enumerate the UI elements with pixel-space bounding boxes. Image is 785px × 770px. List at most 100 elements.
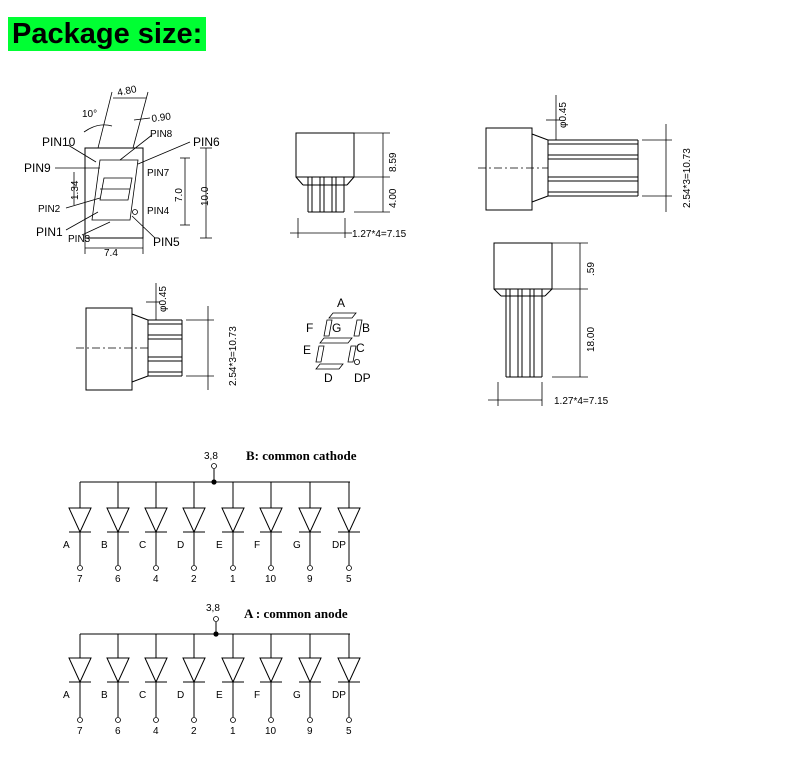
cathode-diodes-pin-number: 7 (77, 574, 83, 585)
cathode-diodes-pin-number: 6 (115, 574, 121, 585)
segment-b-label: B (362, 321, 370, 335)
segment-e-label: E (303, 343, 311, 357)
dim-height: 7.0 (174, 188, 185, 202)
top-left-pitch-dim: 2.54*3=10.73 (228, 326, 239, 386)
anode-diodes-segment-label: E (216, 690, 223, 701)
dim-width-bottom: 7.4 (104, 248, 118, 259)
anode-common-pin: 3,8 (206, 603, 220, 614)
segment-a-label: A (337, 296, 345, 310)
cathode-diodes-segment-label: B (101, 540, 108, 551)
cathode-diodes-pin-number: 5 (346, 574, 352, 585)
pin6-label: PIN6 (193, 135, 220, 149)
anode-diodes-diode-g: G9 (293, 634, 322, 737)
anode-diodes-segment-label: DP (332, 690, 346, 701)
dim-stroke: 0.90 (151, 111, 172, 125)
anode-diodes-diode-e: E1 (216, 634, 245, 737)
anode-diodes-segment-label: F (254, 690, 260, 701)
anode-diodes-pin-number: 6 (115, 726, 121, 737)
cathode-diodes-pin-terminal (77, 565, 83, 571)
anode-diodes-pin-number: 7 (77, 726, 83, 737)
anode-diodes-diode-f: F 10 (254, 634, 283, 737)
cathode-diodes-segment-label: C (139, 540, 146, 551)
anode-diodes-pin-number: 4 (153, 726, 159, 737)
side-long-pitch-dim: 1.27*4=7.15 (554, 396, 609, 407)
top-view-right-drawing: φ0.45 2.54*3=10.73 (478, 95, 693, 212)
cathode-common-pin: 3,8 (204, 451, 218, 462)
pin5-label: PIN5 (153, 235, 180, 249)
cathode-diodes-diode-a: A7 (63, 482, 92, 585)
cathode-diodes-segment-label: F (254, 540, 260, 551)
cathode-diodes-pin-terminal (153, 565, 159, 571)
anode-diodes-pin-terminal (153, 717, 159, 723)
cathode-diodes-pin-number: 2 (191, 574, 197, 585)
cathode-diodes-pin-terminal (346, 565, 352, 571)
pin7-label: PIN7 (147, 168, 170, 179)
cathode-diodes-diode-d: D2 (177, 482, 206, 585)
anode-diodes-pin-terminal (230, 717, 236, 723)
cathode-diodes-segment-label: DP (332, 540, 346, 551)
cathode-diodes-diode-g: G9 (293, 482, 322, 585)
anode-diodes-pin-terminal (307, 717, 313, 723)
cathode-diodes-pin-terminal (115, 565, 121, 571)
cathode-diodes-pin-number: 1 (230, 574, 236, 585)
cathode-diodes-diode-dp: DP 5 (332, 482, 361, 585)
top-left-dia-dim: φ0.45 (158, 286, 169, 312)
pin9-label: PIN9 (24, 161, 51, 175)
pin3-label: PIN3 (68, 234, 91, 245)
dim-seg-height: 1.34 (70, 180, 81, 200)
top-view-left-drawing: φ0.45 2.54*3=10.73 (76, 283, 239, 391)
cathode-diodes-pin-terminal (307, 565, 313, 571)
anode-diodes-pin-terminal (346, 717, 352, 723)
anode-diodes-segment-label: C (139, 690, 146, 701)
cathode-diodes-pin-terminal (191, 565, 197, 571)
side-short-top-dim: 8.59 (388, 152, 399, 172)
anode-diodes-pin-terminal (115, 717, 121, 723)
side-view-short-drawing: 8.59 4.00 1.27*4=7.15 (290, 132, 407, 240)
anode-diodes-pin-number: 9 (307, 726, 313, 737)
anode-title: A : common anode (244, 606, 348, 621)
cathode-diodes-diode-c: C4 (139, 482, 168, 585)
cathode-diodes-pin-terminal (230, 565, 236, 571)
anode-diodes-diode-c: C4 (139, 634, 168, 737)
segment-f-label: F (306, 321, 313, 335)
cathode-diodes-segment-label: E (216, 540, 223, 551)
side-short-bottom-dim: 4.00 (388, 188, 399, 208)
anode-diodes-pin-terminal (191, 717, 197, 723)
dim-total-height: 10.0 (200, 186, 211, 206)
cathode-diodes-pin-number: 9 (307, 574, 313, 585)
top-right-dia-dim: φ0.45 (558, 102, 569, 128)
dim-angle: 10° (82, 109, 97, 120)
pin2-label: PIN2 (38, 204, 61, 215)
anode-diodes-diode-a: A7 (63, 634, 92, 737)
anode-diodes-pin-terminal (77, 717, 83, 723)
side-long-bottom-dim: 18.00 (586, 327, 597, 352)
pin4-label: PIN4 (147, 206, 170, 217)
anode-diodes-segment-label: B (101, 690, 108, 701)
cathode-diodes-diode-b: B6 (101, 482, 130, 585)
anode-diodes-diode-b: B6 (101, 634, 130, 737)
front-view-drawing: 4.80 10° 0.90 1.34 7.0 10.0 7.4 PIN10 PI… (24, 84, 220, 259)
anode-diodes-pin-number: 2 (191, 726, 197, 737)
cathode-title: B: common cathode (246, 448, 357, 463)
cathode-diodes-pin-number: 10 (265, 574, 277, 585)
side-long-top-dim: .59 (586, 262, 597, 276)
cathode-diodes-segment-label: A (63, 540, 70, 551)
anode-diodes-segment-label: G (293, 690, 301, 701)
anode-diodes-diode-dp: DP 5 (332, 634, 361, 737)
anode-diodes-pin-number: 10 (265, 726, 277, 737)
seven-segment-legend: A F G B E C D DP (303, 296, 371, 385)
pin1-label: PIN1 (36, 225, 63, 239)
pin8-label: PIN8 (150, 129, 173, 140)
cathode-diodes-diode-e: E1 (216, 482, 245, 585)
anode-diodes-segment-label: A (63, 690, 70, 701)
side-short-pitch-dim: 1.27*4=7.15 (352, 229, 407, 240)
side-view-long-drawing: .59 18.00 1.27*4=7.15 (488, 242, 609, 407)
cathode-diodes-segment-label: G (293, 540, 301, 551)
segment-dp-label: DP (354, 371, 371, 385)
cathode-diodes-diode-f: F 10 (254, 482, 283, 585)
anode-diodes-pin-number: 5 (346, 726, 352, 737)
